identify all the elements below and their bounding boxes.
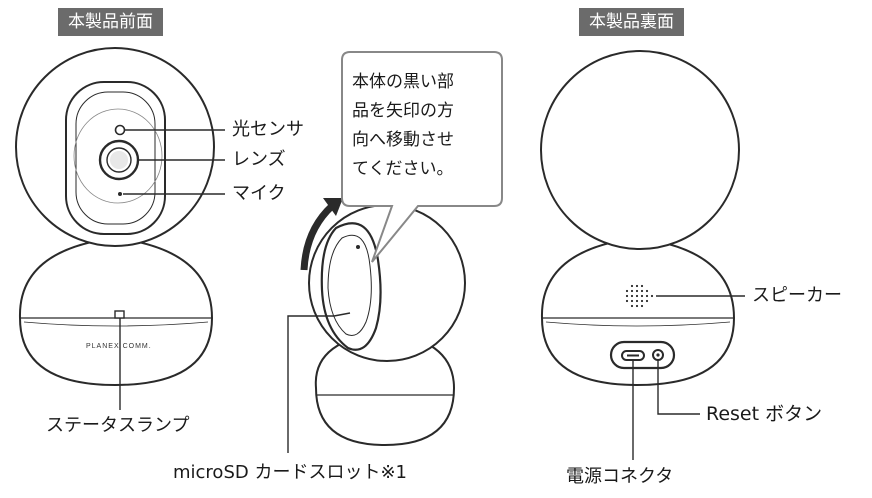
speaker-grille [625,284,654,308]
callout-line: てください。 [352,159,454,179]
tilted-camera [300,198,466,447]
back-leader-lines [632,295,745,460]
back-camera [540,50,740,387]
front-heading: 本製品前面 [58,8,163,36]
callout-line: 品を矢印の方 [352,101,454,121]
callout-bubble [341,51,503,263]
microsd-slot-label: microSD カードスロット※1 [173,462,407,483]
lens-label: レンズ [232,149,286,170]
callout-line: 本体の黒い部 [352,72,454,92]
brand-logo: PLANEX COMM. [86,343,152,350]
mic-label: マイク [232,183,286,204]
microsd-leader-line [287,315,334,453]
front-camera [15,47,215,387]
speaker-label: スピーカー [752,285,842,306]
back-heading: 本製品裏面 [579,8,684,36]
light-sensor-label: 光センサ [232,119,304,140]
callout-line: 向へ移動させ [352,130,454,150]
status-lamp-label: ステータスランプ [46,415,190,436]
reset-button-label: Reset ボタン [706,403,823,425]
front-leader-lines [119,129,225,410]
power-connector-label: 電源コネクタ [566,466,674,487]
callout-text: 本体の黒い部 品を矢印の方 向へ移動させ てください。 [352,68,502,184]
